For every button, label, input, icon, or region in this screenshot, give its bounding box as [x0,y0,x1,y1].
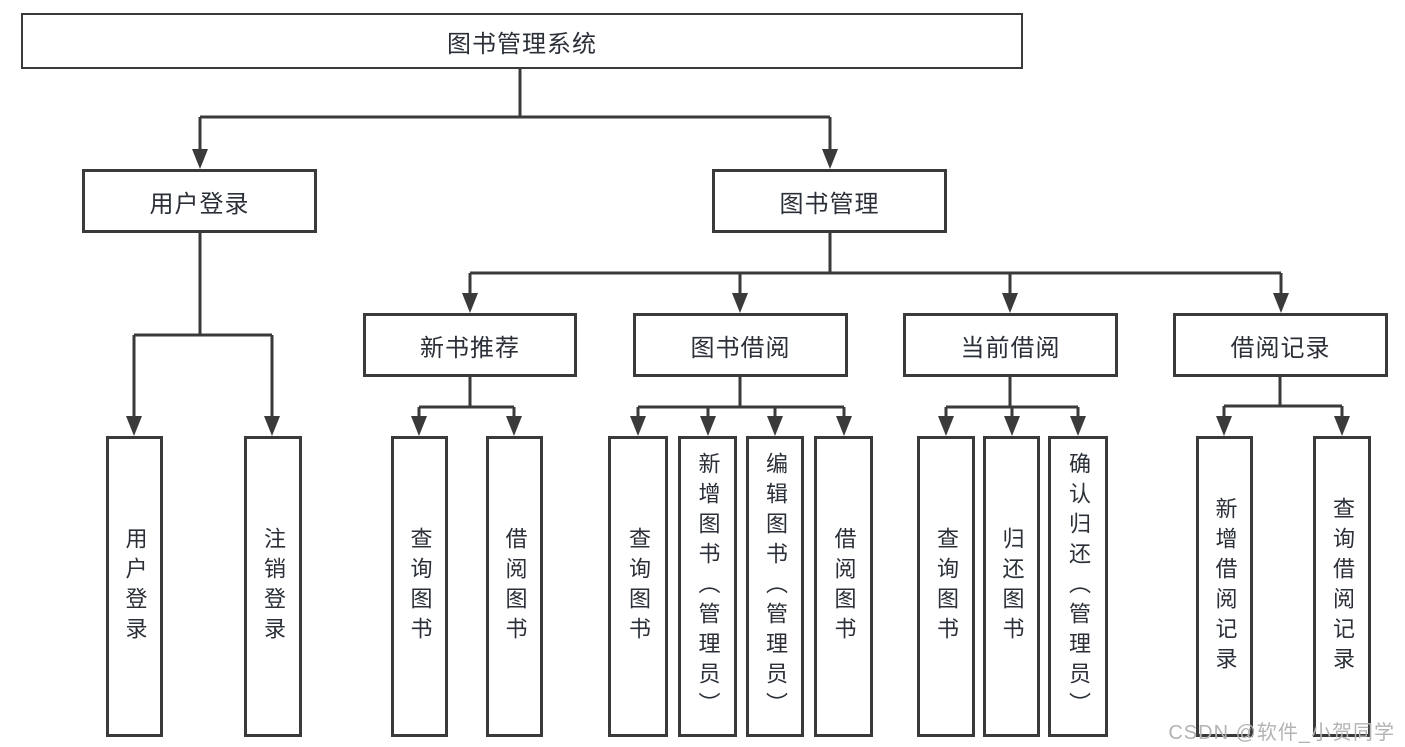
leaf-query-borrow-record: 查询借阅记录 [1313,436,1371,737]
node-current-borrow: 当前借阅 [903,313,1118,377]
csdn-watermark: CSDN @软件_小贺同学 [1168,722,1395,744]
leaf-query-books-borrow: 查询图书 [608,436,668,737]
node-root-system: 图书管理系统 [21,13,1023,69]
leaf-query-books-recommend: 查询图书 [391,436,448,737]
leaf-logout-label: 注销登录 [261,526,286,647]
connector-bookborrow-to-leaves [630,377,852,436]
connector-userlogin-to-leaves [126,233,280,436]
leaf-add-borrow-record: 新增借阅记录 [1196,436,1253,737]
leaf-add-book-admin: 新增图书（管理员） [678,436,737,737]
leaf-query-books-recommend-label: 查询图书 [407,526,433,647]
connector-currentborrow-to-leaves [938,377,1086,436]
connector-newbookrec-to-leaves [411,377,522,436]
node-user-login: 用户登录 [82,169,317,233]
connector-root-to-level2 [192,69,838,169]
node-borrow-records: 借阅记录 [1173,313,1388,377]
leaf-query-borrow-record-label: 查询借阅记录 [1330,496,1355,677]
leaf-borrow-books-label: 借阅图书 [831,526,857,647]
leaf-user-login-label: 用户登录 [122,526,148,647]
leaf-borrow-books-recommend: 借阅图书 [486,436,543,737]
leaf-return-books: 归还图书 [983,436,1040,737]
leaf-return-books-label: 归还图书 [999,526,1025,647]
connector-bookmgmt-to-level3 [462,233,1289,313]
leaf-logout: 注销登录 [244,436,302,737]
leaf-borrow-books-recommend-label: 借阅图书 [502,526,528,647]
leaf-confirm-return-admin: 确认归还（管理员） [1048,436,1108,737]
leaf-add-book-admin-label: 新增图书（管理员） [695,451,721,722]
leaf-edit-book-admin: 编辑图书（管理员） [746,436,804,737]
leaf-confirm-return-admin-label: 确认归还（管理员） [1066,451,1091,722]
connector-borrowrecord-to-leaves [1216,377,1350,436]
node-book-borrow: 图书借阅 [633,313,848,377]
leaf-borrow-books: 借阅图书 [814,436,873,737]
leaf-user-login: 用户登录 [106,436,163,737]
leaf-query-books-borrow-label: 查询图书 [626,526,651,647]
leaf-edit-book-admin-label: 编辑图书（管理员） [763,451,788,722]
leaf-add-borrow-record-label: 新增借阅记录 [1212,496,1238,677]
node-book-management: 图书管理 [712,169,947,233]
node-new-book-recommend: 新书推荐 [363,313,577,377]
leaf-query-books-current: 查询图书 [917,436,975,737]
leaf-query-books-current-label: 查询图书 [934,526,959,647]
